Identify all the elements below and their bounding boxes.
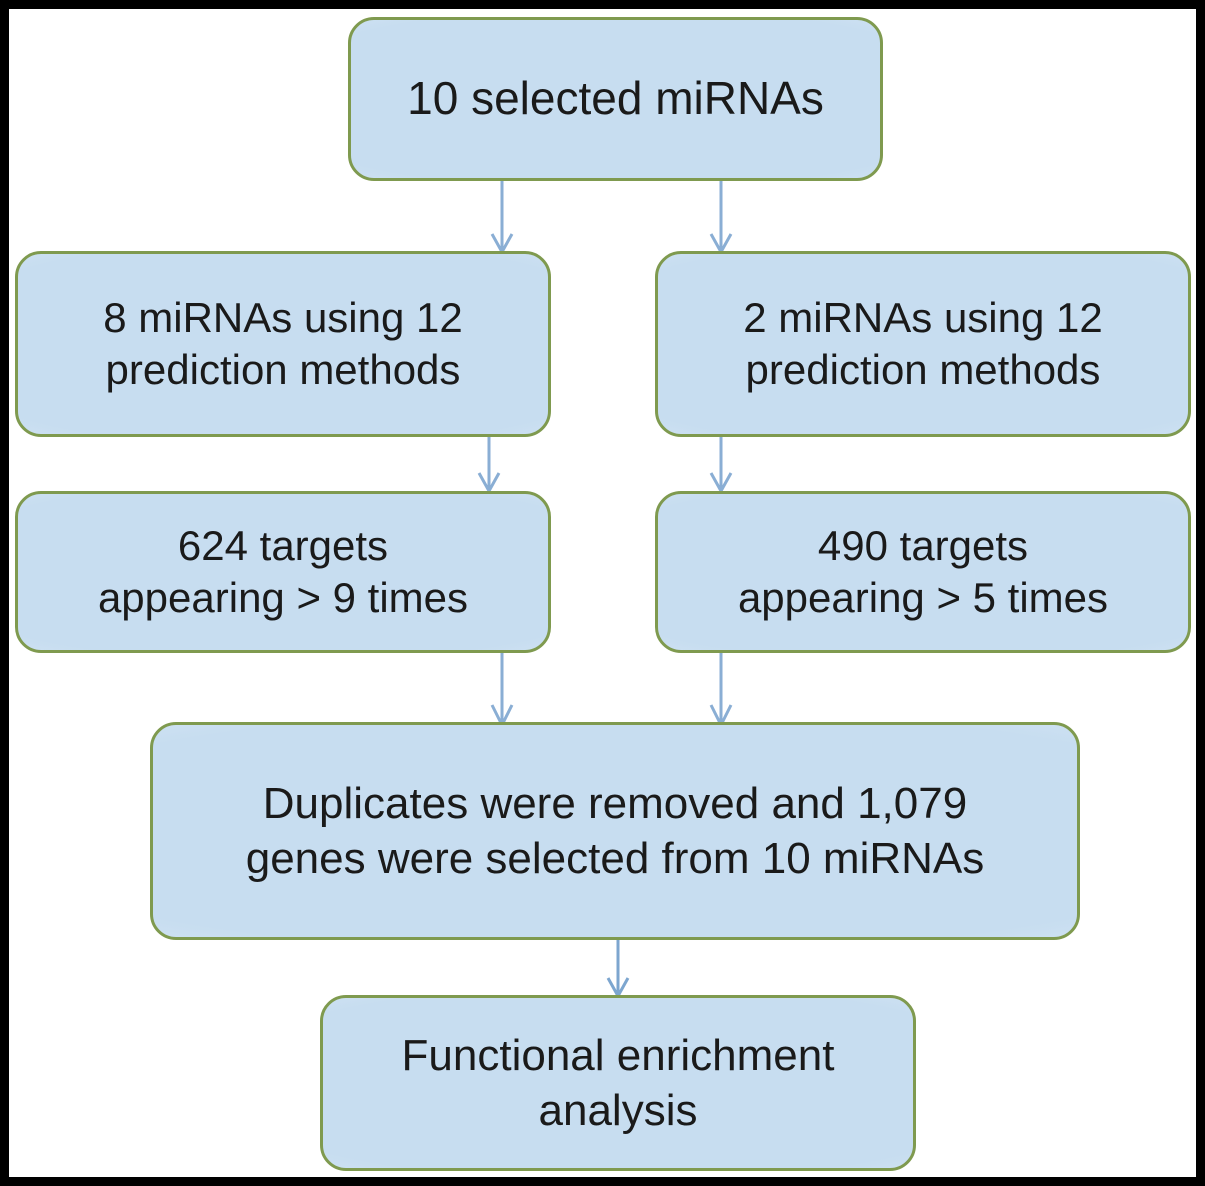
arrow-right-2-to-merge (708, 647, 734, 731)
node-selected-mirnas-label: 10 selected miRNAs (407, 72, 824, 125)
node-624-targets-label: 624 targets appearing > 9 times (97, 521, 469, 622)
node-8-mirnas-methods-label: 8 miRNAs using 12 prediction methods (103, 293, 463, 394)
arrow-top-to-left-1 (489, 174, 515, 258)
arrow-right-1-to-right-2 (708, 431, 734, 497)
node-8-mirnas-methods[interactable]: 8 miRNAs using 12 prediction methods (15, 251, 551, 437)
node-2-mirnas-methods[interactable]: 2 miRNAs using 12 prediction methods (655, 251, 1191, 437)
arrow-merge-to-final (605, 934, 631, 1002)
arrow-top-to-right-1 (708, 174, 734, 258)
node-functional-enrichment-label: Functional enrichment analysis (401, 1031, 835, 1135)
node-490-targets[interactable]: 490 targets appearing > 5 times (655, 491, 1191, 653)
node-2-mirnas-methods-label: 2 miRNAs using 12 prediction methods (743, 293, 1103, 394)
node-490-targets-label: 490 targets appearing > 5 times (737, 521, 1109, 622)
node-duplicates-removed[interactable]: Duplicates were removed and 1,079 genes … (150, 722, 1080, 940)
arrow-left-2-to-merge (489, 647, 515, 731)
node-624-targets[interactable]: 624 targets appearing > 9 times (15, 491, 551, 653)
node-duplicates-removed-label: Duplicates were removed and 1,079 genes … (245, 779, 985, 883)
arrow-left-1-to-left-2 (476, 431, 502, 497)
flowchart-canvas: 10 selected miRNAs 8 miRNAs using 12 pre… (9, 9, 1196, 1177)
node-functional-enrichment[interactable]: Functional enrichment analysis (320, 995, 916, 1171)
node-selected-mirnas[interactable]: 10 selected miRNAs (348, 17, 883, 181)
